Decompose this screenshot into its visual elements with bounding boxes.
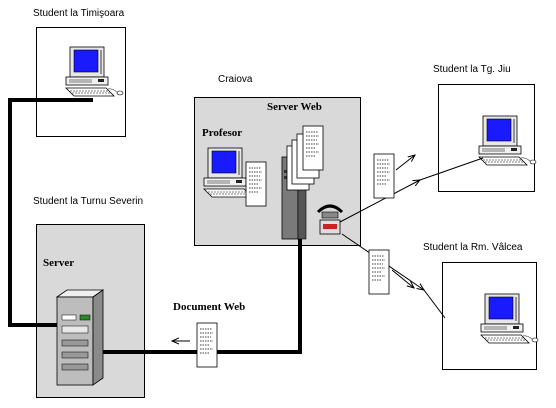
network-cable-2 <box>75 238 302 354</box>
label-server-web: Server Web <box>267 101 322 113</box>
computer-icon-timisoara <box>65 46 124 97</box>
telephone-icon <box>316 204 344 235</box>
document-icon-valcea <box>368 249 390 295</box>
label-profesor: Profesor <box>202 127 243 139</box>
label-student-timisoara: Student la Timişoara <box>33 8 125 19</box>
link-to-tgjiu <box>339 180 420 223</box>
network-cable <box>8 98 93 327</box>
document-icon-web <box>196 322 218 368</box>
label-craiova: Craiova <box>218 74 253 85</box>
label-student-turnu-severin: Student la Turnu Severin <box>33 196 144 207</box>
label-server: Server <box>43 257 75 269</box>
document-icon-tgjiu <box>373 153 395 199</box>
label-document-web: Document Web <box>173 301 246 313</box>
computer-icon-tgjiu <box>478 115 537 166</box>
document-stack-icon <box>286 125 324 191</box>
computer-icon-valcea <box>480 293 539 344</box>
server-tower-icon <box>55 289 105 386</box>
label-student-tgjiu: Student la Tg. Jiu <box>433 64 511 75</box>
label-student-valcea: Student la Rm. Vâlcea <box>423 242 523 253</box>
document-icon-profesor <box>245 161 267 207</box>
link-tgjiu-extend <box>419 157 484 181</box>
link-valcea-extend <box>423 289 446 319</box>
